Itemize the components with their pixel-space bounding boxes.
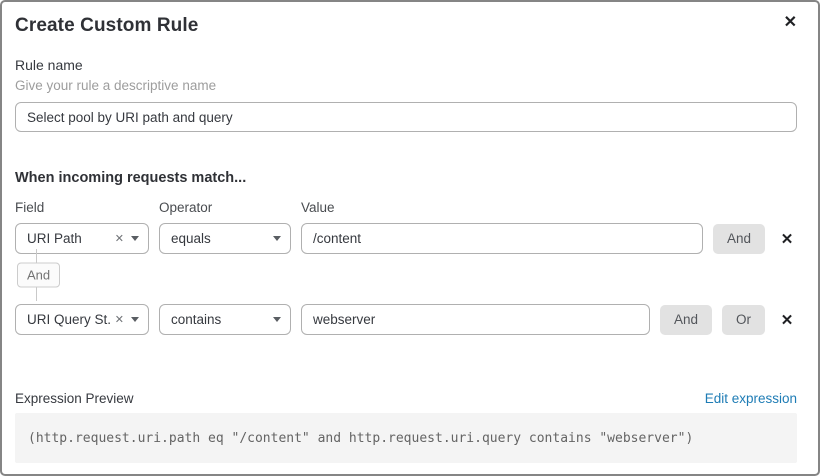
connector-and-chip: And	[17, 262, 61, 288]
field-select-value: URI Query St...	[27, 312, 111, 327]
field-select-value: URI Path	[27, 231, 82, 246]
rule-name-label: Rule name	[15, 57, 83, 73]
matcher-column-labels: Field Operator Value	[15, 200, 797, 215]
rule-condition-row: URI Query St... ✕ contains And Or ✕	[15, 304, 797, 335]
field-select[interactable]: URI Path ✕	[15, 223, 149, 254]
expression-preview-section: Expression Preview Edit expression (http…	[15, 391, 797, 463]
field-column-label: Field	[15, 200, 45, 215]
close-icon[interactable]: ✕	[783, 14, 797, 31]
expression-code: (http.request.uri.path eq "/content" and…	[15, 413, 797, 463]
value-column-label: Value	[301, 200, 335, 215]
clear-field-icon[interactable]: ✕	[114, 233, 124, 245]
operator-select-value: contains	[171, 312, 222, 327]
operator-select-value: equals	[171, 231, 211, 246]
operator-select[interactable]: contains	[159, 304, 291, 335]
operator-select[interactable]: equals	[159, 223, 291, 254]
add-and-condition-button[interactable]: And	[659, 304, 712, 335]
edit-expression-link[interactable]: Edit expression	[704, 391, 797, 406]
delete-row-icon[interactable]: ✕	[777, 230, 797, 248]
dialog-header: Create Custom Rule ✕	[15, 12, 797, 40]
matcher-section: When incoming requests match... Field Op…	[15, 170, 797, 335]
field-select[interactable]: URI Query St... ✕	[15, 304, 149, 335]
operator-column-label: Operator	[159, 200, 213, 215]
clear-field-icon[interactable]: ✕	[114, 314, 124, 326]
add-or-condition-button[interactable]: Or	[722, 304, 765, 335]
expression-preview-label: Expression Preview	[15, 391, 134, 406]
rule-name-input[interactable]	[15, 102, 797, 132]
value-input[interactable]	[301, 304, 650, 335]
rule-name-hint: Give your rule a descriptive name	[15, 78, 217, 93]
chevron-down-icon	[273, 236, 281, 241]
chevron-down-icon	[273, 317, 281, 322]
chevron-down-icon	[131, 236, 139, 241]
add-and-condition-button[interactable]: And	[712, 223, 765, 254]
value-input[interactable]	[301, 223, 703, 254]
rule-condition-row: URI Path ✕ equals And ✕	[15, 223, 797, 254]
row-connector: And	[15, 249, 797, 301]
rule-name-section: Rule name Give your rule a descriptive n…	[15, 57, 797, 132]
matcher-heading: When incoming requests match...	[15, 170, 247, 186]
chevron-down-icon	[131, 317, 139, 322]
delete-row-icon[interactable]: ✕	[777, 311, 797, 329]
dialog-title: Create Custom Rule	[15, 15, 199, 36]
